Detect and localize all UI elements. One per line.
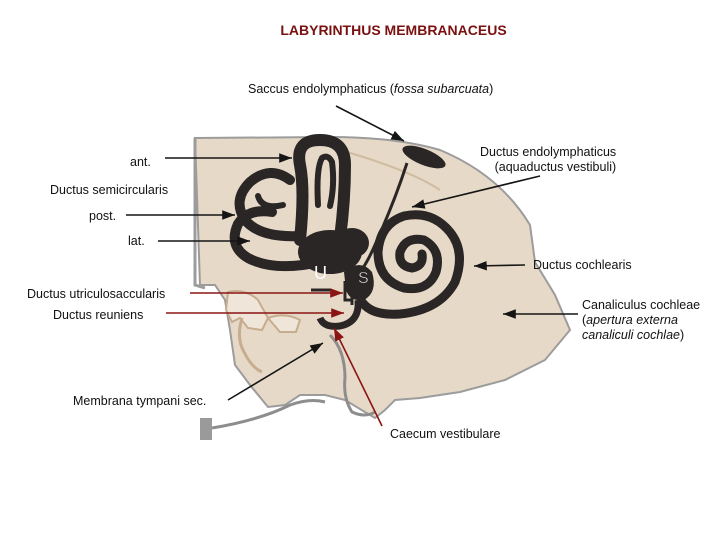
label-saccus-main: Saccus endolymphaticus (: [248, 82, 394, 96]
label-caecum-vestibulare: Caecum vestibulare: [390, 427, 501, 441]
saccus-endolymphaticus: [402, 145, 446, 169]
ductus-utriculosaccularis: [343, 281, 352, 302]
arrow-ductus-cochlearis: [473, 260, 526, 271]
sacculus: [344, 265, 374, 301]
label-saccus: Saccus endolymphaticus (fossa subarcuata…: [248, 82, 493, 97]
label-canaliculus-cochleae: Canaliculus cochleae (apertura externa c…: [582, 298, 700, 343]
label-ductus-endolymphaticus: Ductus endolymphaticus (aquaductus vesti…: [480, 145, 616, 175]
ductus-semicirculares: [229, 133, 352, 272]
label-lat: lat.: [128, 234, 145, 248]
label-ductus-reuniens: Ductus reuniens: [53, 308, 144, 322]
label-ductus-utriculosaccularis: Ductus utriculosaccularis: [27, 287, 166, 301]
ampulla: [335, 228, 369, 258]
label-canaliculus-line2-open: (: [582, 313, 587, 327]
arrow-membrana: [227, 342, 324, 401]
middle-ear-structures: [200, 290, 376, 440]
label-ductus-semicircularis: Ductus semicircularis: [50, 183, 169, 197]
label-ductus-endo-line1: Ductus endolymphaticus: [480, 145, 617, 159]
diagram-title: LABYRINTHUS MEMBRANACEUS: [280, 22, 507, 38]
label-post: post.: [89, 209, 117, 223]
label-canaliculus-line3-close: ): [679, 328, 685, 342]
pointer-arrows: [126, 105, 578, 427]
arrow-caecum: [333, 327, 383, 427]
label-ant: ant.: [130, 155, 151, 169]
s-letter: S: [358, 270, 369, 287]
label-saccus-close: ): [489, 82, 494, 96]
arrow-saccus: [335, 105, 405, 142]
arrow-ductus-endolymphaticus: [411, 175, 541, 209]
ductus-reuniens: [316, 299, 362, 330]
label-saccus-italic: fossa subarcuata: [393, 82, 490, 96]
label-ductus-cochlearis: Ductus cochlearis: [533, 258, 632, 272]
label-canaliculus-line2-italic: apertura externa: [586, 313, 678, 327]
u-letter: U: [314, 263, 327, 283]
label-membrana-tympani: Membrana tympani sec.: [73, 394, 207, 408]
label-canaliculus-line1: Canaliculus cochleae: [582, 298, 701, 312]
label-canaliculus-line3-italic: canaliculi cochlae: [582, 328, 680, 342]
ductus-cochlearis: [357, 210, 464, 319]
label-ductus-endo-line2: (aquaductus vestibuli): [494, 160, 617, 174]
